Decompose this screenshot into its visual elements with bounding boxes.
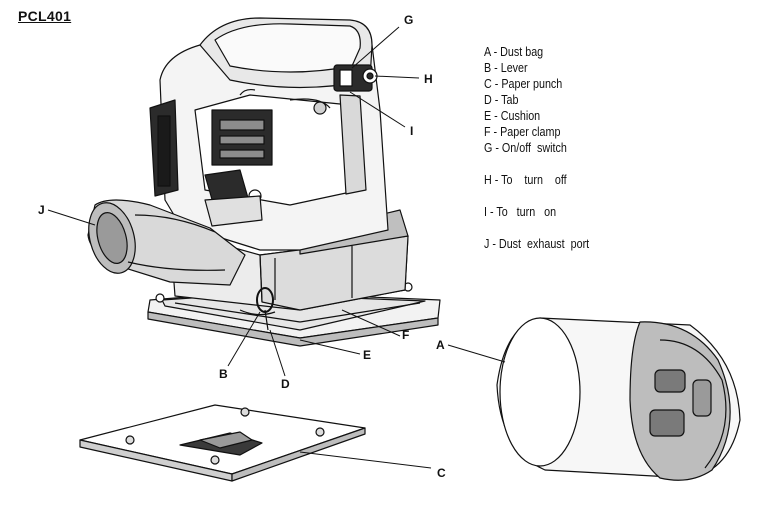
legend-item-g: G - On/off switch [484, 141, 567, 155]
callout-a: A [436, 338, 445, 352]
legend-item-c: C - Paper punch [484, 77, 563, 91]
callout-h: H [424, 72, 433, 86]
legend-item-f: F - Paper clamp [484, 125, 561, 139]
callout-f: F [402, 328, 410, 342]
dust-bag [496, 317, 741, 481]
legend-item-e: E - Cushion [484, 109, 541, 123]
callout-g: G [404, 13, 414, 27]
legend-item-b: B - Lever [484, 61, 528, 75]
dust-exhaust-port [87, 199, 246, 286]
callout-d: D [281, 377, 290, 391]
callout-j: J [38, 203, 45, 217]
leader-lines [47, 26, 506, 469]
sander-upper-body [149, 17, 389, 251]
legend-item-j: J - Dust exhaust port [484, 237, 590, 251]
legend-gap [484, 188, 589, 204]
clamp-lever [239, 287, 276, 331]
callout-b: B [219, 367, 228, 381]
on-off-switch [333, 64, 378, 92]
legend-gap [484, 156, 589, 172]
callout-e: E [363, 348, 372, 362]
legend-gap [484, 220, 589, 236]
callout-i: I [410, 124, 414, 138]
callout-c: C [437, 466, 446, 480]
legend-item-h: H - To turn off [484, 173, 567, 187]
parts-legend: A - Dust bag B - Lever C - Paper punch D… [484, 44, 589, 252]
paper-punch [79, 404, 366, 482]
legend-item-d: D - Tab [484, 93, 519, 107]
legend-item-a: A - Dust bag [484, 45, 544, 59]
sander-base-pad [147, 282, 441, 347]
legend-item-i: I - To turn on [484, 205, 557, 219]
model-number: PCL401 [18, 8, 72, 24]
